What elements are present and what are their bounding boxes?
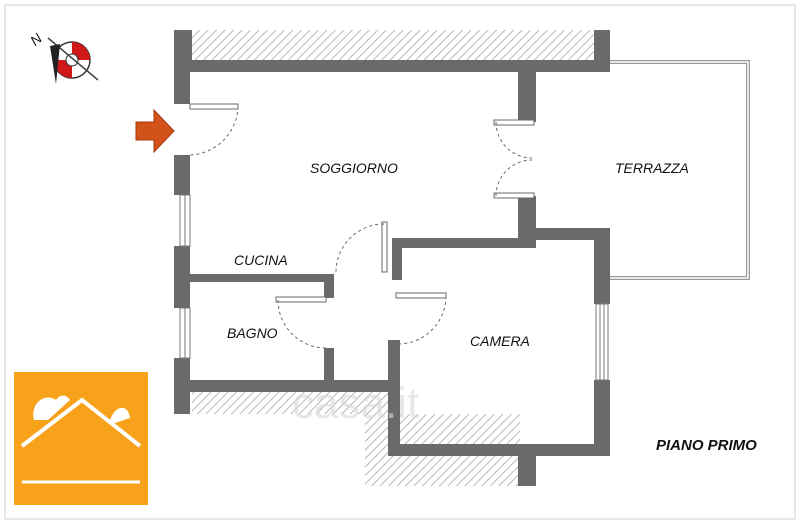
terrace-outline-inner (610, 61, 749, 279)
room-label-bagno: BAGNO (227, 325, 278, 341)
page-border (4, 4, 796, 520)
room-label-camera: CAMERA (470, 333, 530, 349)
floor-label: PIANO PRIMO (656, 437, 757, 454)
room-label-cucina: CUCINA (234, 252, 288, 268)
window-lines (184, 195, 605, 380)
entrance-arrow-icon (135, 108, 175, 154)
compass-north-letter: N (27, 29, 46, 48)
hatched-bottom-strip (192, 388, 388, 414)
room-label-terrazza: TERRAZZA (615, 160, 689, 176)
door-leaves (189, 103, 535, 303)
watermark-text: casa.it (292, 379, 419, 428)
hatched-top-strip (192, 30, 594, 60)
walls (174, 30, 610, 486)
room-label-soggiorno: SOGGIORNO (310, 160, 398, 176)
compass-icon: N (27, 29, 99, 84)
door-swings (189, 105, 533, 349)
house-roof-logo-icon (14, 372, 148, 505)
